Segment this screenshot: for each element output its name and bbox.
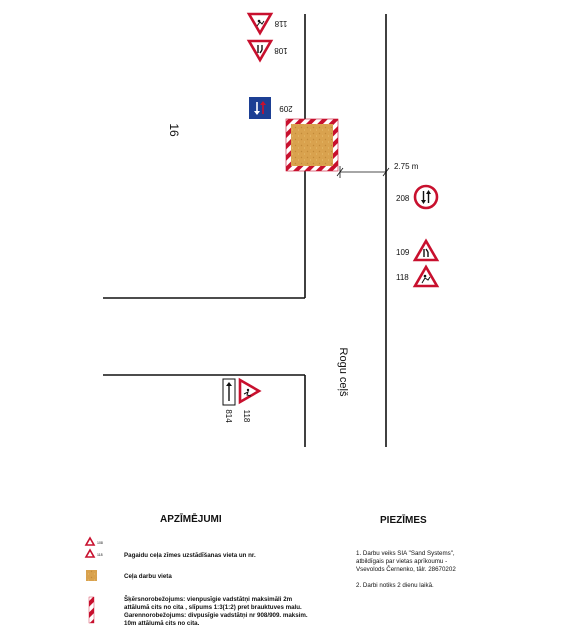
legend-barrier-line-1: Šķērsnorobežojums: vienpusīgie vadstātņi… — [124, 596, 293, 603]
legend-icon-code-118: 118 — [97, 553, 103, 557]
note-1-line-3: Vsevolods Černenko, tālr. 28670202 — [356, 566, 456, 573]
sign-108-top — [246, 39, 274, 63]
sign-118-bottom — [238, 377, 262, 405]
legend-item-barriers: Šķērsnorobežojums: vienpusīgie vadstātņi… — [124, 596, 354, 628]
legend-barrier-line-3: Garennorobežojums: divpusīgie vadstātņi … — [124, 612, 308, 619]
barrier-icon — [88, 596, 95, 624]
legend-barrier-line-2: attālumā cits no cita , slīpums 1:3(1:2)… — [124, 604, 302, 611]
legend-title: APZĪMĒJUMI — [160, 514, 222, 525]
note-2-line-1: 2. Darbi notiks 2 dienu laikā. — [356, 582, 434, 589]
note-1-line-2: atbildīgais par vietas aprīkoumu - — [356, 558, 448, 565]
note-2: 2. Darbi notiks 2 dienu laikā. — [356, 582, 556, 590]
work-zone — [285, 118, 339, 172]
notes-title: PIEZĪMES — [380, 515, 427, 526]
legend-barrier-line-4: 10m attālumā cits no cita. — [124, 620, 200, 627]
note-1: 1. Darbu veiks SIA "Sand Systems", atbil… — [356, 550, 556, 574]
sign-814-bottom — [222, 378, 236, 406]
sign-109-right-code: 109 — [396, 248, 410, 257]
sign-208-right — [413, 184, 439, 210]
sign-108-top-code: 108 — [274, 46, 288, 55]
dimension-label: 2.75 m — [394, 162, 419, 171]
note-1-line-1: 1. Darbu veiks SIA "Sand Systems", — [356, 550, 455, 557]
sign-location-icon — [84, 536, 96, 558]
street-name: Rogu ceļš — [337, 348, 349, 397]
sign-118-right-code: 118 — [396, 273, 409, 282]
sign-118-top-code: 118 — [274, 19, 287, 28]
sign-118-bottom-code: 118 — [242, 410, 251, 423]
work-zone-icon — [86, 570, 97, 581]
sign-208-right-code: 208 — [396, 194, 410, 203]
legend-item-work-zone: Ceļa darbu vieta — [124, 573, 172, 580]
block-number: 16 — [167, 123, 181, 137]
sign-109-right — [412, 238, 440, 262]
sign-814-bottom-code: 814 — [224, 409, 233, 423]
legend-icon-code-108: 108 — [97, 541, 103, 545]
sign-209-top — [249, 97, 271, 119]
sign-209-top-code: 209 — [279, 104, 293, 113]
sign-118-top — [246, 12, 274, 36]
sign-118-right — [412, 264, 440, 288]
lane-width-dimension — [336, 166, 390, 178]
legend-item-signs: Pagaidu ceļa zīmes uzstādīšanas vieta un… — [124, 552, 256, 559]
